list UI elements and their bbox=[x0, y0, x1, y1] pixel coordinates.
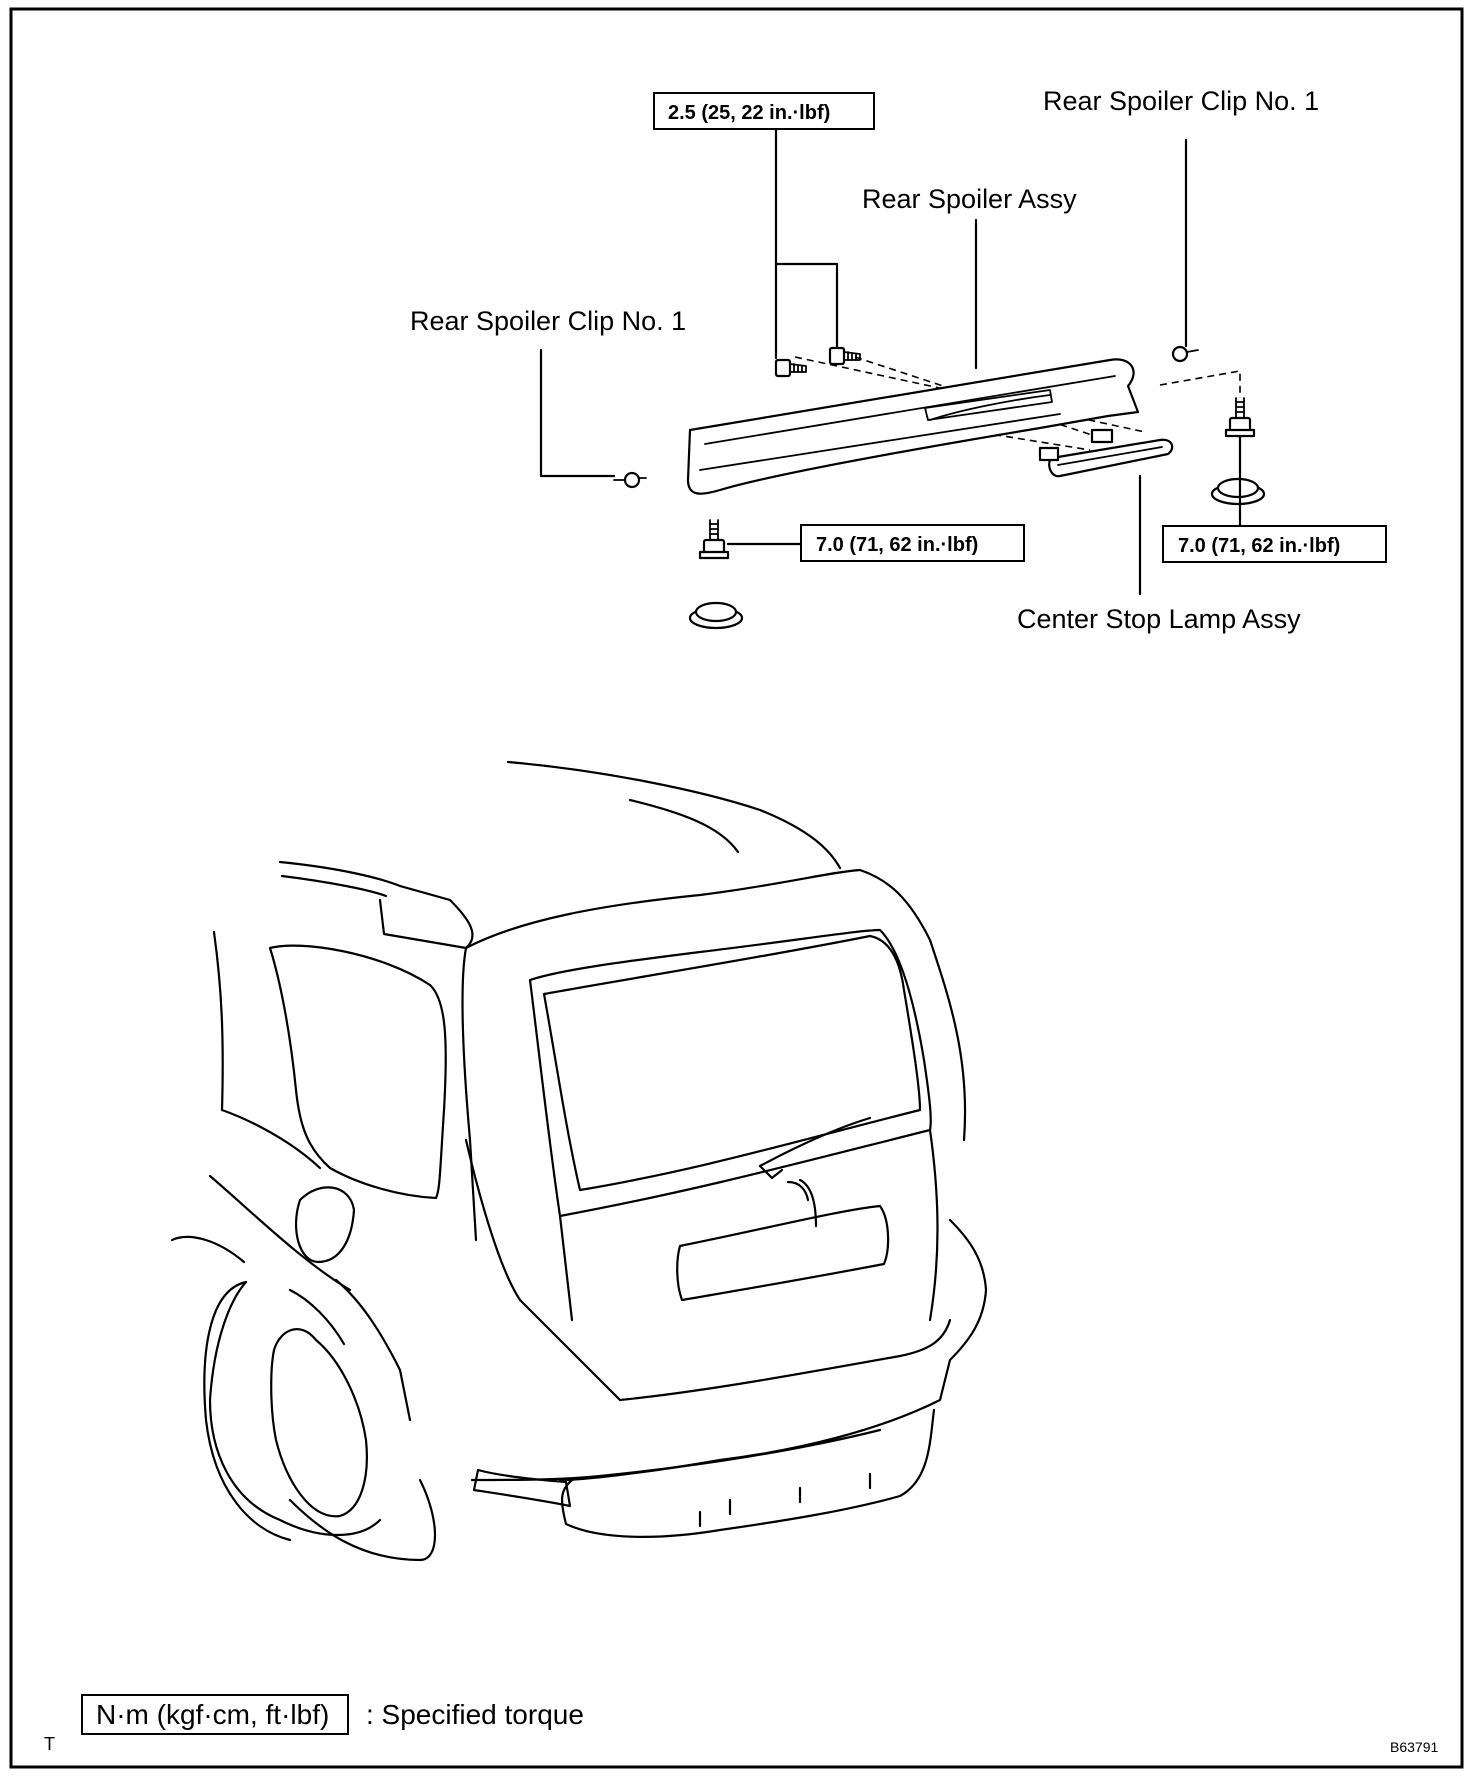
clip-left-part bbox=[613, 471, 647, 489]
legend-description: : Specified torque bbox=[366, 1699, 584, 1730]
bolt-right bbox=[1224, 397, 1256, 438]
center-stop-lamp-part bbox=[1038, 428, 1174, 478]
torque-box-left: 7.0 (71, 62 in.·lbf) bbox=[800, 524, 1025, 562]
torque-box-right: 7.0 (71, 62 in.·lbf) bbox=[1162, 525, 1387, 563]
bolt-top-left bbox=[774, 358, 807, 378]
label-center-stop-lamp: Center Stop Lamp Assy bbox=[1017, 604, 1301, 634]
clip-top-right-part bbox=[1171, 345, 1199, 363]
torque-top-text: 2.5 (25, 22 in.·lbf) bbox=[668, 102, 830, 124]
label-clip-left: Rear Spoiler Clip No. 1 bbox=[410, 306, 686, 336]
bolt-top-right bbox=[828, 346, 861, 366]
cap-right bbox=[1210, 477, 1266, 506]
torque-right-text: 7.0 (71, 62 in.·lbf) bbox=[1178, 535, 1340, 557]
legend: N·m (kgf·cm, ft·lbf) : Specified torque bbox=[81, 1694, 584, 1735]
cap-left bbox=[688, 601, 744, 630]
torque-left-text: 7.0 (71, 62 in.·lbf) bbox=[816, 534, 978, 556]
torque-box-top: 2.5 (25, 22 in.·lbf) bbox=[653, 92, 875, 130]
corner-mark: T bbox=[44, 1734, 55, 1754]
figure-code: B63791 bbox=[1390, 1739, 1438, 1755]
vehicle-rear-illustration bbox=[170, 760, 988, 1562]
leader-lines bbox=[539, 126, 1242, 596]
exploded-parts bbox=[613, 345, 1266, 630]
label-rear-spoiler-assy: Rear Spoiler Assy bbox=[862, 184, 1077, 214]
legend-unit-box-text: N·m (kgf·cm, ft·lbf) bbox=[96, 1699, 329, 1730]
label-clip-top-right: Rear Spoiler Clip No. 1 bbox=[1043, 86, 1319, 116]
bolt-left bbox=[698, 519, 730, 560]
figure-frame bbox=[9, 7, 1464, 1769]
rear-spoiler-part bbox=[686, 358, 1140, 495]
